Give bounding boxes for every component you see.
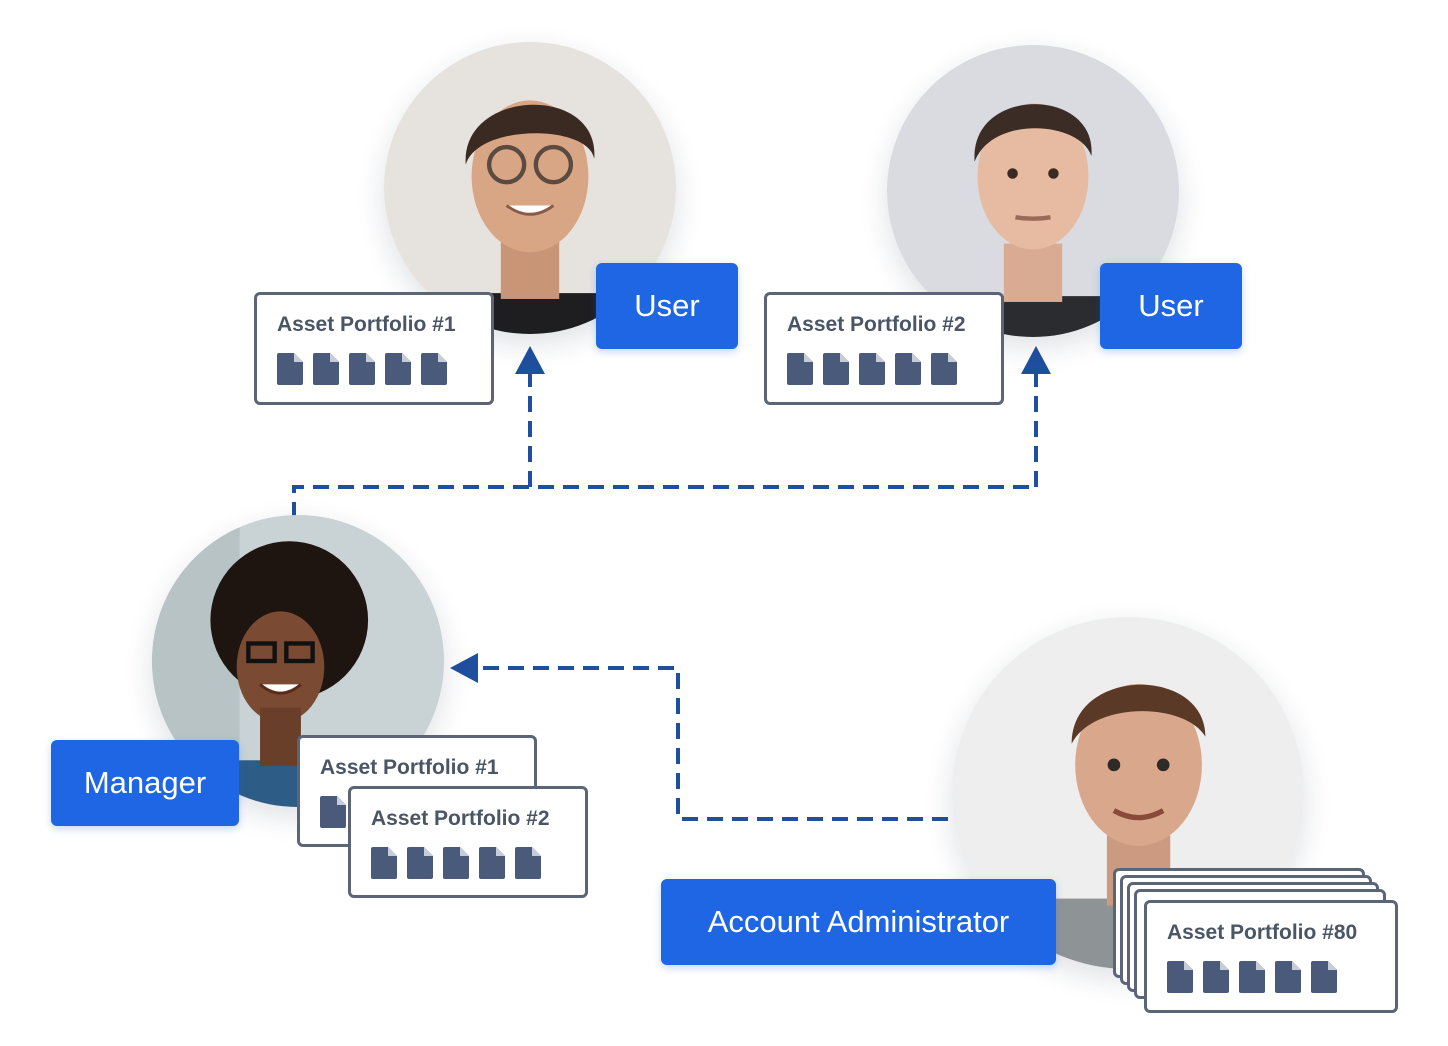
document-icon <box>443 847 469 879</box>
arrowhead-user2 <box>1021 346 1051 374</box>
document-row <box>1167 961 1337 993</box>
document-icon <box>1239 961 1265 993</box>
document-icon <box>277 353 303 385</box>
document-row <box>277 353 447 385</box>
document-icon <box>349 353 375 385</box>
document-icon <box>823 353 849 385</box>
document-icon <box>1167 961 1193 993</box>
document-icon <box>313 353 339 385</box>
admin-role-badge: Account Administrator <box>661 879 1056 965</box>
document-icon <box>859 353 885 385</box>
document-icon <box>515 847 541 879</box>
document-icon <box>931 353 957 385</box>
document-icon <box>1311 961 1337 993</box>
document-icon <box>1275 961 1301 993</box>
manager-role-badge: Manager <box>51 740 239 826</box>
manager-portfolio-title-1: Asset Portfolio #1 <box>320 756 499 779</box>
document-icon <box>895 353 921 385</box>
arrowhead-manager <box>450 653 478 683</box>
user1-portfolio-title: Asset Portfolio #1 <box>277 313 456 336</box>
admin-portfolio-title: Asset Portfolio #80 <box>1167 921 1358 944</box>
user1-portfolio-card: Asset Portfolio #1 <box>254 292 494 405</box>
user1-role-badge: User <box>596 263 738 349</box>
document-icon <box>385 353 411 385</box>
admin-to-manager-connector <box>476 666 948 821</box>
manager-to-users-connector <box>292 485 1036 518</box>
document-icon <box>320 796 346 828</box>
arrowhead-user1 <box>515 346 545 374</box>
document-icon <box>787 353 813 385</box>
document-icon <box>407 847 433 879</box>
user2-portfolio-title: Asset Portfolio #2 <box>787 313 966 336</box>
manager-portfolio-card-2: Asset Portfolio #2 <box>348 786 588 898</box>
manager-portfolio-title-2: Asset Portfolio #2 <box>371 807 550 830</box>
document-icon <box>479 847 505 879</box>
document-row <box>371 847 541 879</box>
admin-portfolio-card: Asset Portfolio #80 <box>1144 900 1398 1013</box>
user2-portfolio-card: Asset Portfolio #2 <box>764 292 1004 405</box>
document-icon <box>371 847 397 879</box>
user2-role-badge: User <box>1100 263 1242 349</box>
document-row <box>787 353 957 385</box>
document-icon <box>421 353 447 385</box>
document-icon <box>1203 961 1229 993</box>
